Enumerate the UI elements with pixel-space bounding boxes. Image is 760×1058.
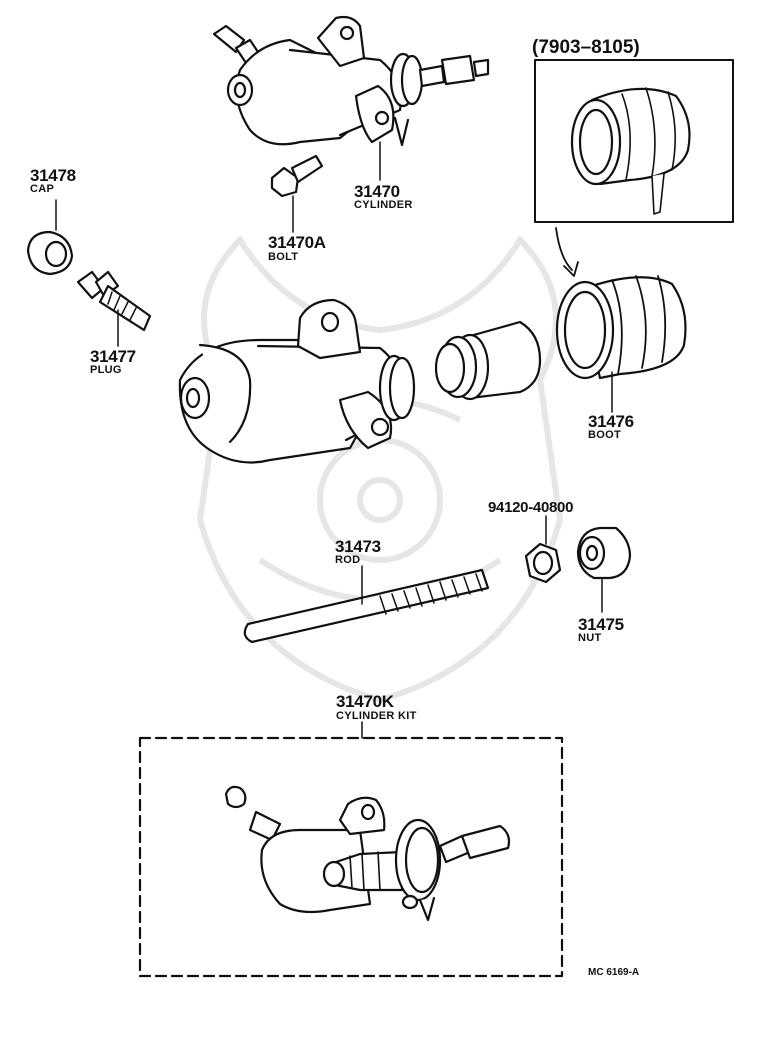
diagram-code: MC 6169-A <box>588 967 640 978</box>
part-number-31475: 31475 <box>578 615 624 634</box>
cylinder-kit-box-drawing <box>138 721 564 978</box>
part-number-31470k: 31470K <box>336 692 394 711</box>
part-label-bolt: BOLT <box>268 251 299 263</box>
bolt-drawing <box>270 154 324 233</box>
nut-large-drawing <box>576 526 632 613</box>
part-label-plug: PLUG <box>90 364 122 376</box>
part-number-31476: 31476 <box>588 412 634 431</box>
boot-drawing <box>555 275 687 413</box>
nut-small-drawing <box>524 515 562 584</box>
inset-date-code: (7903–8105) <box>532 37 640 58</box>
part-number-31470: 31470 <box>354 182 400 201</box>
rod-drawing <box>243 565 490 644</box>
piston-drawing <box>434 320 542 401</box>
part-label-rod: ROD <box>335 554 361 566</box>
part-label-cylinder: CYLINDER <box>354 199 413 211</box>
part-label-nut: NUT <box>578 632 602 644</box>
part-label-cap: CAP <box>30 183 55 195</box>
part-number-31470a: 31470A <box>268 233 326 252</box>
part-number-31473: 31473 <box>335 537 381 556</box>
part-number-31478: 31478 <box>30 166 76 185</box>
part-label-cylinder-kit: CYLINDER KIT <box>336 710 417 722</box>
inset-box-drawing <box>534 59 734 277</box>
part-label-boot: BOOT <box>588 429 621 441</box>
plug-drawing <box>76 270 152 347</box>
cylinder-top-drawing <box>212 15 490 181</box>
part-number-31477: 31477 <box>90 347 136 366</box>
part-number-94120-40800: 94120-40800 <box>488 499 574 516</box>
cap-drawing <box>26 199 74 276</box>
cylinder-main-drawing <box>178 298 416 464</box>
